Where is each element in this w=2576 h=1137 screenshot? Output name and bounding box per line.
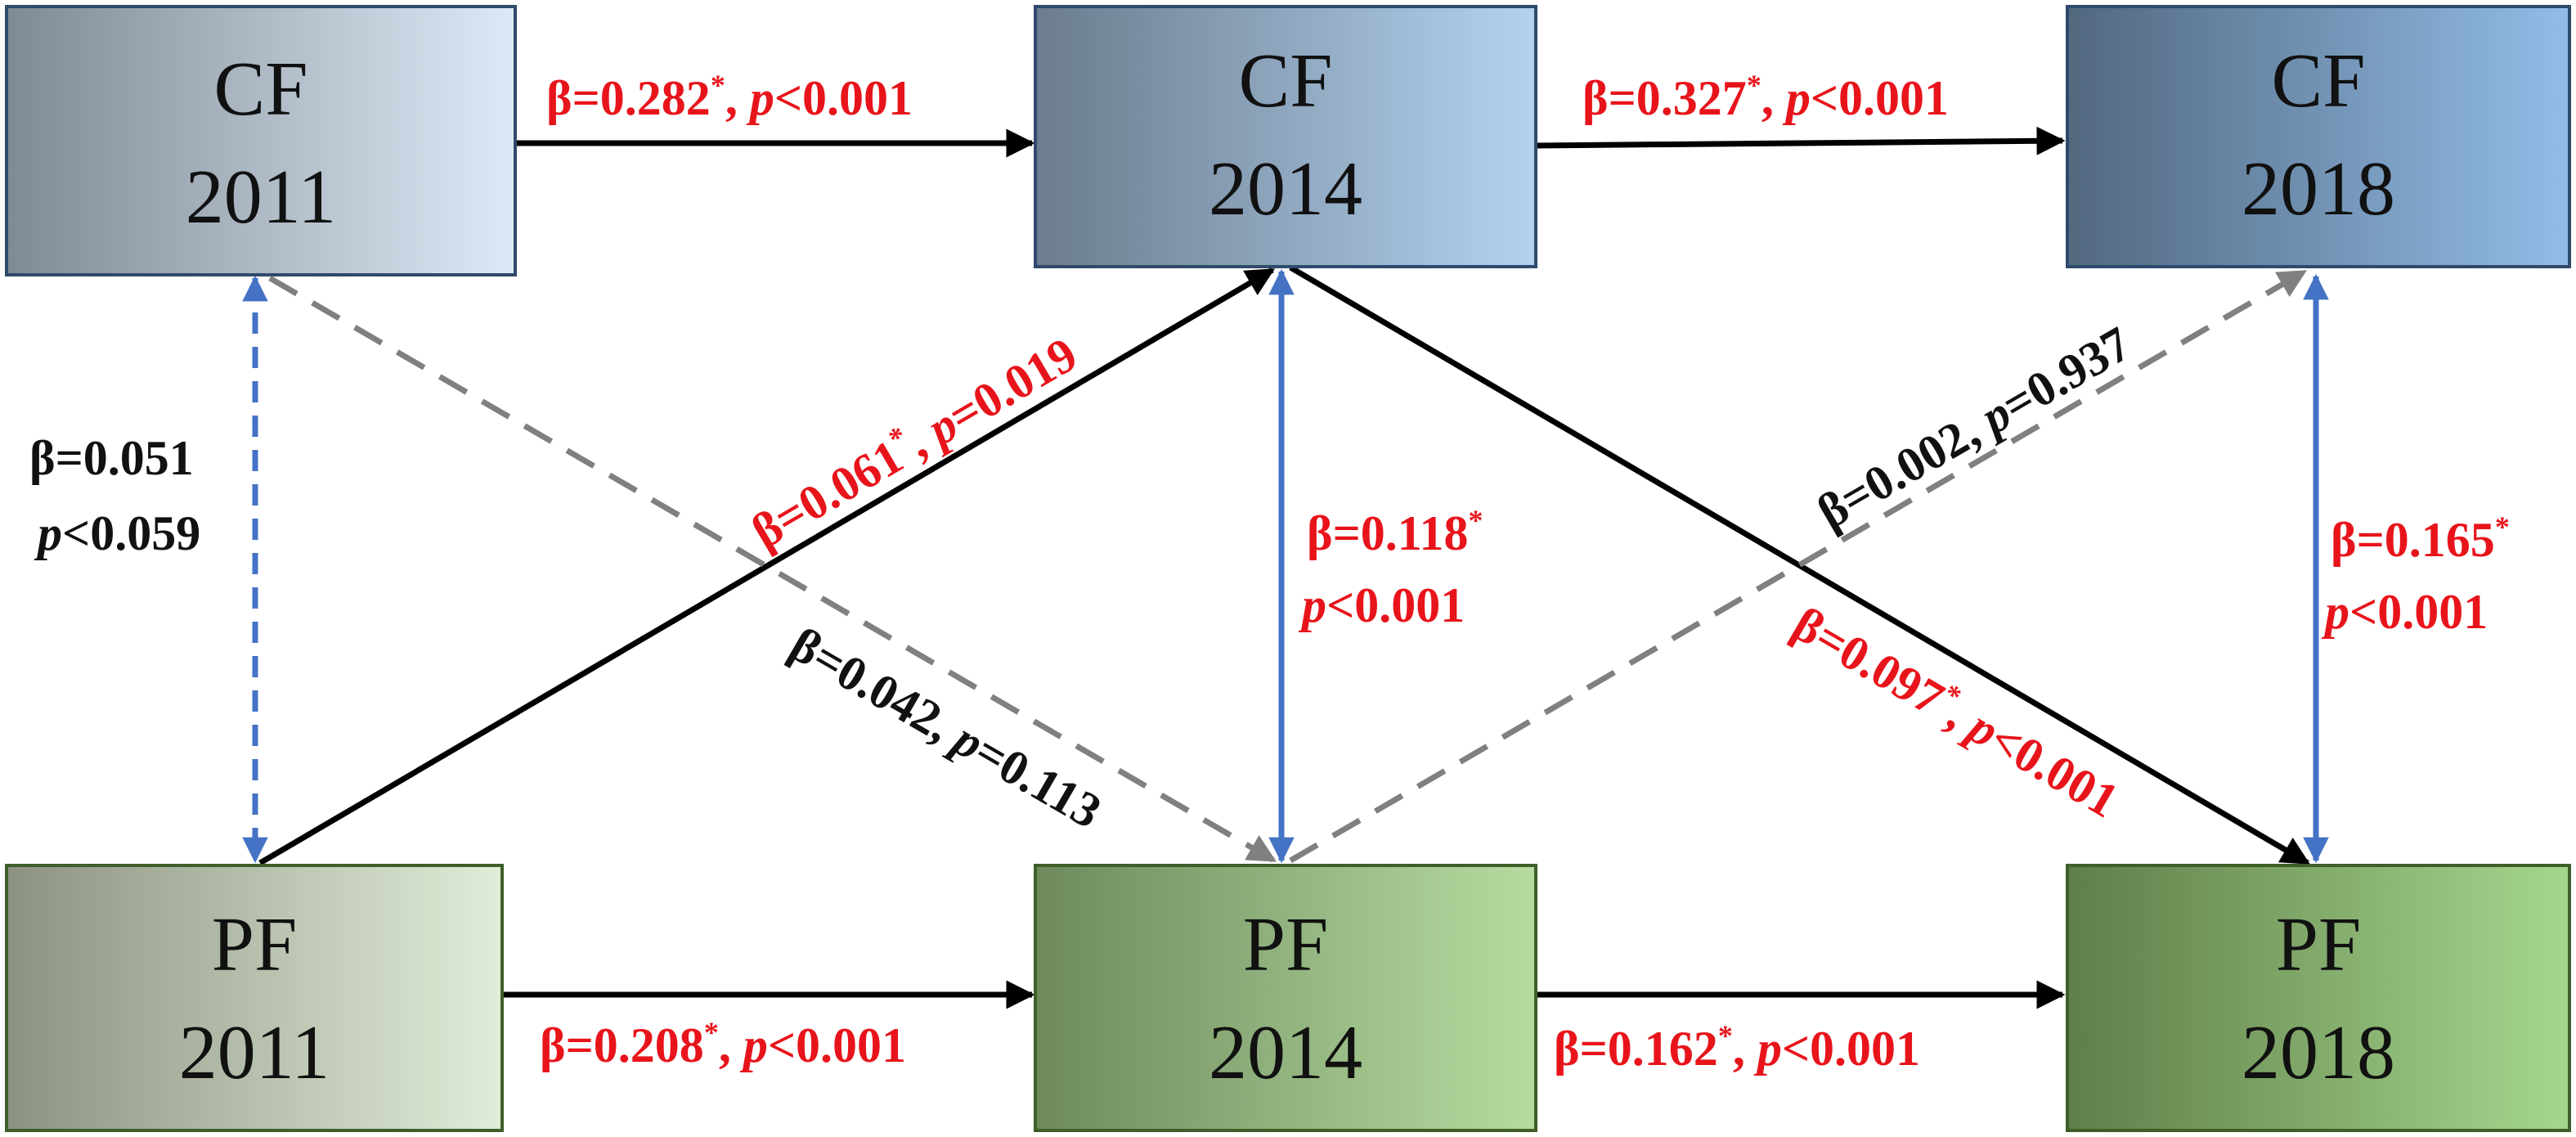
node-cf2018: CF 2018 (2066, 5, 2571, 268)
label-corr-2018-p: p<0.001 (2321, 585, 2488, 639)
label-corr-2018-beta: β=0.165* (2331, 510, 2510, 567)
path-cf2014-cf2018 (1535, 126, 2066, 155)
node-pf2018-label: PF (2276, 902, 2362, 987)
label-corr-2011: β=0.051 p<0.059 (29, 431, 200, 560)
node-cf2014-year: 2014 (1209, 146, 1362, 231)
path-cf2014-pf2018 (1289, 264, 2311, 866)
node-pf2014-year: 2014 (1209, 1010, 1362, 1095)
node-cf2011: CF 2011 (5, 5, 517, 276)
label-corr-2014-beta: β=0.118* (1307, 504, 1483, 560)
label-pf2011-pf2014: β=0.208*, p<0.001 (540, 1016, 906, 1072)
label-corr-2018: β=0.165* p<0.001 (2321, 510, 2510, 639)
label-pf2011-cf2014: β=0.061*, p=0.019 (742, 325, 1086, 559)
node-cf2011-year: 2011 (186, 155, 337, 240)
label-cf2014-pf2018: β=0.097*, p<0.001 (1784, 595, 2129, 829)
label-pf2014-pf2018: β=0.162*, p<0.001 (1554, 1019, 1920, 1076)
node-cf2011-label: CF (214, 47, 308, 132)
node-pf2014: PF 2014 (1034, 864, 1537, 1132)
node-pf2011-year: 2011 (179, 1010, 330, 1095)
label-cf2014-cf2018: β=0.327*, p<0.001 (1582, 69, 1949, 125)
node-pf2014-label: PF (1243, 902, 1329, 987)
label-corr-2011-p: p<0.059 (34, 506, 200, 560)
label-pf2014-cf2018: β=0.002, p=0.937 (1808, 316, 2139, 539)
node-pf2011-label: PF (212, 902, 298, 987)
label-cf2011-pf2014: β=0.042, p=0.113 (781, 617, 1110, 838)
label-corr-2011-beta: β=0.051 (29, 431, 194, 485)
label-corr-2014-p: p<0.001 (1298, 578, 1465, 632)
node-pf2018-year: 2018 (2242, 1010, 2395, 1095)
node-cf2018-year: 2018 (2242, 146, 2395, 231)
node-cf2014-label: CF (1239, 38, 1333, 124)
label-corr-2014: β=0.118* p<0.001 (1298, 504, 1483, 632)
path-pf2011-cf2014 (258, 267, 1276, 866)
path-cf2011-pf2014 (268, 275, 1277, 864)
node-pf2018: PF 2018 (2066, 864, 2571, 1132)
label-cf2011-cf2014: β=0.282*, p<0.001 (546, 69, 913, 125)
node-cf2018-label: CF (2272, 38, 2366, 124)
node-cf2014: CF 2014 (1034, 5, 1537, 268)
node-pf2011: PF 2011 (5, 864, 504, 1132)
